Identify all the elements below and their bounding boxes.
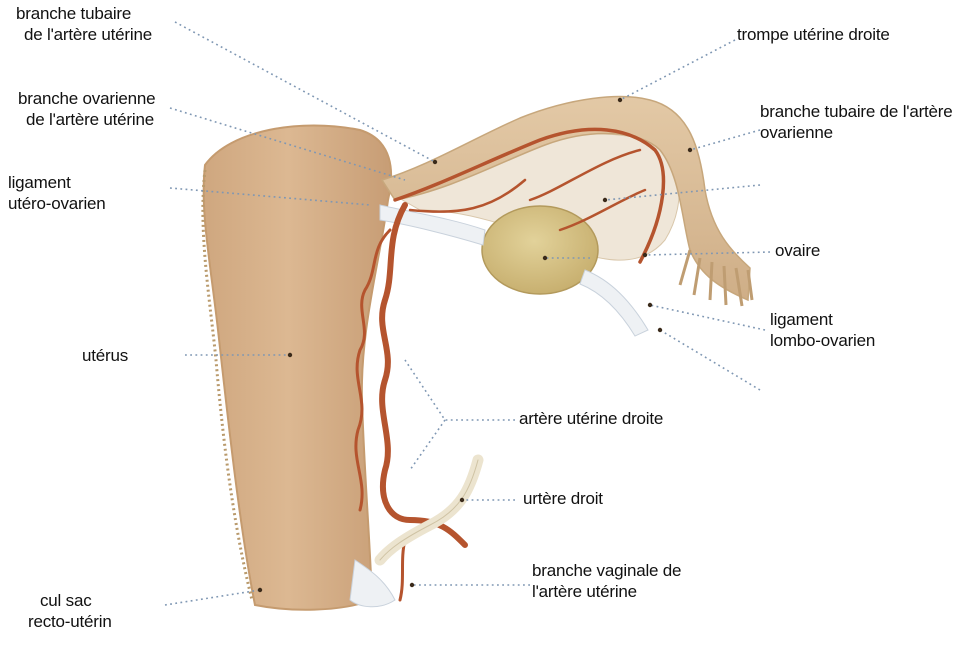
label-branche-vaginale: branche vaginale de l'artère utérine [532,560,681,602]
uterus-body [204,125,391,609]
label-ovaire: ovaire [775,240,820,261]
vaginal-region [350,560,395,607]
ovary [482,206,598,294]
label-cul-sac: cul sac recto-utérin [28,590,112,632]
lombo-ovarian-ligament [580,270,648,336]
label-ligament-utero-ovarien: ligament utéro-ovarien [8,172,106,214]
label-artere-uterine-droite: artère utérine droite [519,408,663,429]
label-uretere: urtère droit [523,488,603,509]
label-ligament-lombo-ovarien: ligament lombo-ovarien [770,309,875,351]
label-uterus: utérus [82,345,128,366]
label-branche-tubaire-ovarienne: branche tubaire de l'artère ovarienne [760,101,953,143]
label-branche-tubaire-uterine: branche tubaire de l'artère utérine [16,3,152,45]
label-branche-ovarienne-uterine: branche ovarienne de l'artère utérine [18,88,155,130]
label-trompe: trompe utérine droite [737,24,890,45]
